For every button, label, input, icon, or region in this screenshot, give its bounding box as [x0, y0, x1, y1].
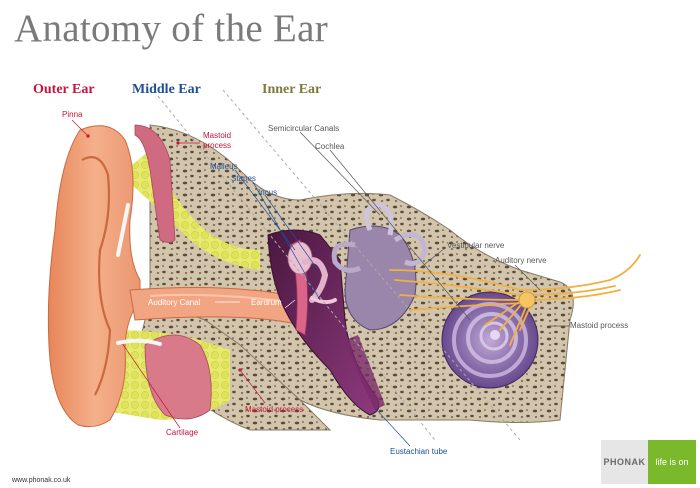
- section-label-inner-ear: Inner Ear: [262, 82, 322, 97]
- label-auditory-canal: Auditory Canal: [148, 298, 201, 307]
- pointer-eardrum: [284, 299, 296, 309]
- logo-slogan: life is on: [648, 440, 696, 484]
- label-stapes: Stapes: [231, 174, 256, 183]
- label-mastoid-process-bottom: Mastoid process: [245, 405, 304, 414]
- pointer-eustachian: [374, 407, 411, 447]
- cochlea-shape: [441, 291, 539, 389]
- pointer-incus: [264, 194, 319, 271]
- eustachian-tube-shape: [345, 335, 385, 410]
- label-semicircular-canals: Semicircular Canals: [268, 124, 340, 133]
- divider-outer-middle: [157, 95, 436, 441]
- section-label-outer-ear: Outer Ear: [33, 82, 95, 97]
- muscle-lower: [144, 334, 212, 420]
- semicircular-canal-1: [364, 202, 394, 236]
- pointer-malleus: [234, 169, 296, 251]
- pointer-semicircular: [299, 131, 381, 216]
- label-malleus: Malleus: [210, 162, 238, 171]
- page-title: Anatomy of the Ear: [14, 7, 329, 50]
- label-eardrum: Eardrum: [251, 298, 282, 307]
- pointer-stapes: [252, 181, 321, 301]
- pointer-lines: [71, 119, 568, 447]
- pinna-fold: [81, 156, 112, 396]
- divider-middle-inner: [222, 89, 521, 441]
- phonak-logo: PHONAK life is on: [601, 440, 696, 484]
- website-link[interactable]: www.phonak.co.uk: [12, 477, 71, 484]
- logo-brand: PHONAK: [601, 440, 648, 484]
- cartilage-strip: [116, 338, 162, 346]
- section-label-middle-ear: Middle Ear: [132, 82, 201, 97]
- label-vestibular-nerve: Vestibular nerve: [447, 241, 505, 250]
- pointer-cartilage: [121, 342, 181, 429]
- nerve-ganglion: [518, 291, 536, 309]
- label-eustachian-tube: Eustachian tube: [390, 447, 448, 456]
- label-cartilage: Cartilage: [166, 428, 199, 437]
- pointer-dot-mastoid-bottom: [238, 368, 242, 372]
- pointer-pinna: [71, 119, 89, 137]
- muscle-upper: [134, 124, 176, 243]
- pointer-cochlea: [329, 149, 471, 321]
- pinna: [47, 125, 141, 428]
- auditory-canal-skin: [149, 293, 291, 303]
- semicircular-canal-2: [393, 231, 428, 266]
- pointer-dot-mastoid-outer: [176, 141, 180, 145]
- label-incus: Incus: [258, 188, 278, 197]
- pinna-cartilage-strip: [116, 203, 130, 257]
- label-mastoid-process-right: Mastoid process: [570, 321, 629, 330]
- label-mastoid-process-outer: Mastoid process: [203, 131, 232, 150]
- pointer-dot-pinna: [86, 134, 90, 138]
- pointer-mastoid-bottom: [239, 369, 266, 404]
- pointer-vestibular: [419, 247, 446, 269]
- label-pinna: Pinna: [62, 110, 83, 119]
- pointer-auditory-nerve: [514, 264, 541, 291]
- label-auditory-nerve: Auditory nerve: [495, 256, 547, 265]
- semicircular-canal-3: [331, 241, 362, 273]
- label-cochlea: Cochlea: [315, 142, 345, 151]
